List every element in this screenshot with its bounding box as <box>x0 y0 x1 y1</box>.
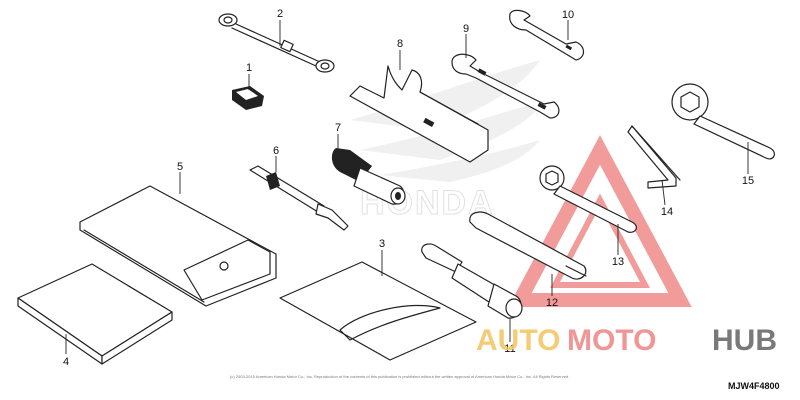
callout-15: 15 <box>742 175 754 187</box>
extension-bar <box>469 211 587 280</box>
callout-6: 6 <box>273 145 279 157</box>
plug-wrench <box>421 243 523 319</box>
callout-9: 9 <box>463 23 469 35</box>
ring-spanner <box>671 83 775 160</box>
callout-12: 12 <box>546 297 558 309</box>
manual-book <box>17 263 173 365</box>
callout-1: 1 <box>246 62 252 74</box>
watermark-hub: HUB <box>712 324 777 357</box>
callouts: 2 1 8 9 10 15 14 13 12 11 3 7 6 5 4 <box>63 8 754 368</box>
watermark-moto: MOTO <box>567 324 656 357</box>
callout-10: 10 <box>562 9 574 21</box>
callout-5: 5 <box>177 161 183 173</box>
callout-7: 7 <box>335 122 341 134</box>
tool-bag <box>79 185 277 307</box>
callout-4: 4 <box>63 356 69 368</box>
watermark-text: AUTO MOTO HUB <box>476 324 777 357</box>
callout-13: 13 <box>612 256 624 268</box>
hex-key <box>627 125 681 189</box>
socket-wrench <box>539 165 637 233</box>
callout-2: 2 <box>277 8 283 20</box>
callout-11: 11 <box>504 343 515 355</box>
fuse-puller <box>232 86 264 110</box>
copyright-text: (c) 2003-2015 American Honda Motor Co., … <box>230 374 569 379</box>
screwdriver-grip <box>331 148 406 205</box>
box-wrench <box>218 13 335 73</box>
open-end-wrench-b <box>509 9 585 61</box>
diagram-code: MJW4F4800 <box>728 381 780 391</box>
watermark-auto: AUTO <box>476 324 560 357</box>
leader-lines <box>65 20 749 354</box>
callout-3: 3 <box>379 238 385 250</box>
manual-sheet <box>279 261 477 361</box>
callout-8: 8 <box>397 38 403 50</box>
pin-spanner <box>349 65 489 163</box>
screwdriver <box>249 165 349 231</box>
callout-14: 14 <box>661 206 673 218</box>
